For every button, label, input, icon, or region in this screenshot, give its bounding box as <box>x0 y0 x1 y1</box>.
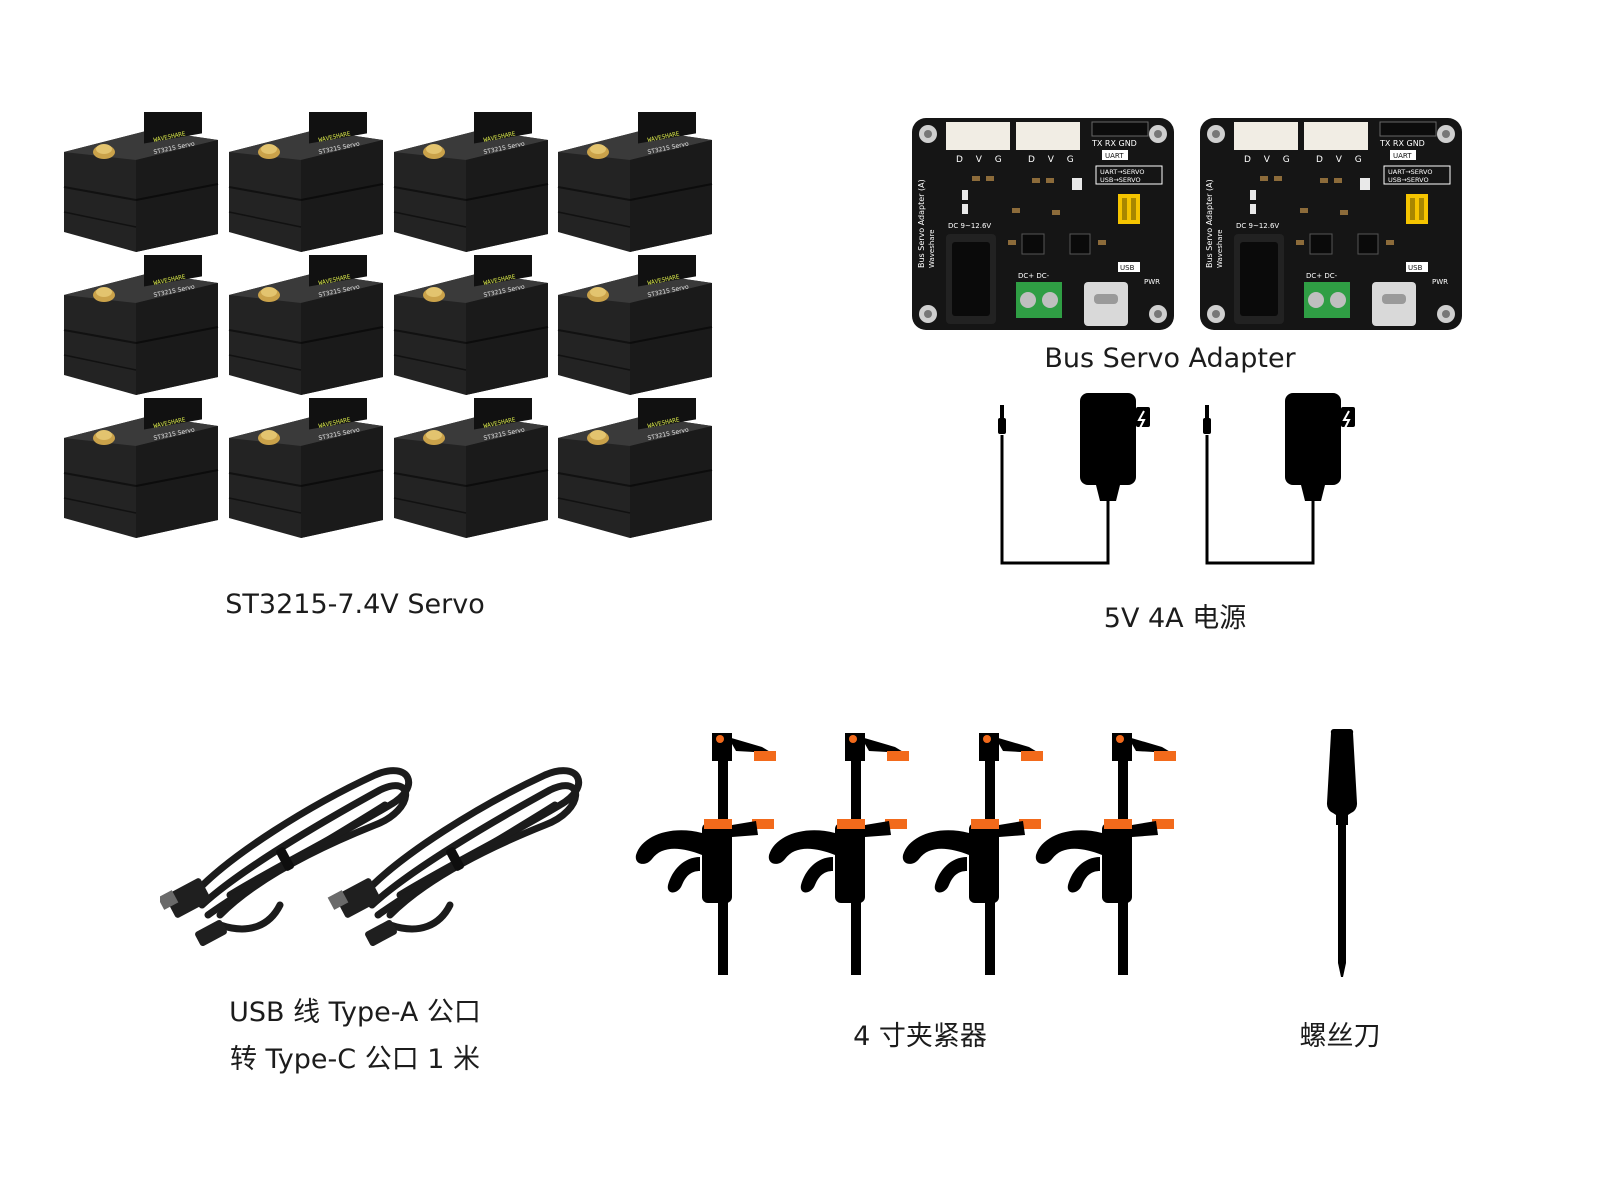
svg-text:Waveshare: Waveshare <box>1216 229 1224 268</box>
adapter-caption: Bus Servo Adapter <box>1044 343 1296 374</box>
power-adapter-icon <box>998 393 1150 565</box>
clamp-icon <box>768 733 909 975</box>
svg-text:DC 9~12.6V: DC 9~12.6V <box>1236 222 1279 230</box>
clamp-icon <box>902 733 1043 975</box>
svg-text:DC+ DC-: DC+ DC- <box>1018 272 1050 280</box>
svg-text:Waveshare: Waveshare <box>928 229 936 268</box>
clamp-caption: 4 寸夹紧器 <box>853 1021 987 1052</box>
clamp-icon <box>1035 733 1176 975</box>
usb-cable-icon <box>160 767 582 947</box>
svg-text:USB→SERVO: USB→SERVO <box>1100 176 1141 184</box>
svg-text:D V G: D V G <box>956 155 1007 165</box>
svg-text:USB: USB <box>1120 264 1135 272</box>
svg-text:PWR: PWR <box>1432 278 1448 286</box>
svg-text:UART: UART <box>1105 152 1124 160</box>
svg-text:USB: USB <box>1408 264 1423 272</box>
svg-text:D V G: D V G <box>1028 155 1079 165</box>
usb-cable-caption-line2: 转 Type-C 公口 1 米 <box>229 1044 481 1075</box>
svg-text:USB→SERVO: USB→SERVO <box>1388 176 1429 184</box>
power-adapter-icon <box>1203 393 1355 565</box>
svg-text:TX RX GND: TX RX GND <box>1379 139 1425 148</box>
svg-text:UART→SERVO: UART→SERVO <box>1388 168 1433 176</box>
clamp-group <box>635 733 1176 975</box>
svg-text:UART: UART <box>1393 152 1412 160</box>
clamp-icon <box>635 733 776 975</box>
screwdriver-caption: 螺丝刀 <box>1299 1021 1381 1052</box>
svg-text:UART→SERVO: UART→SERVO <box>1100 168 1145 176</box>
power-caption: 5V 4A 电源 <box>1103 603 1247 634</box>
svg-text:Bus Servo Adapter (A): Bus Servo Adapter (A) <box>917 179 926 268</box>
servo-caption: ST3215-7.4V Servo <box>225 589 485 620</box>
svg-text:Bus Servo Adapter (A): Bus Servo Adapter (A) <box>1205 179 1214 268</box>
usb-cable-caption-line1: USB 线 Type-A 公口 <box>229 997 481 1028</box>
svg-text:PWR: PWR <box>1144 278 1160 286</box>
svg-text:D V G: D V G <box>1244 155 1295 165</box>
svg-text:DC+ DC-: DC+ DC- <box>1306 272 1338 280</box>
svg-text:D V G: D V G <box>1316 155 1367 165</box>
svg-text:TX RX GND: TX RX GND <box>1091 139 1137 148</box>
svg-text:DC 9~12.6V: DC 9~12.6V <box>948 222 991 230</box>
screwdriver-icon <box>1326 728 1358 977</box>
